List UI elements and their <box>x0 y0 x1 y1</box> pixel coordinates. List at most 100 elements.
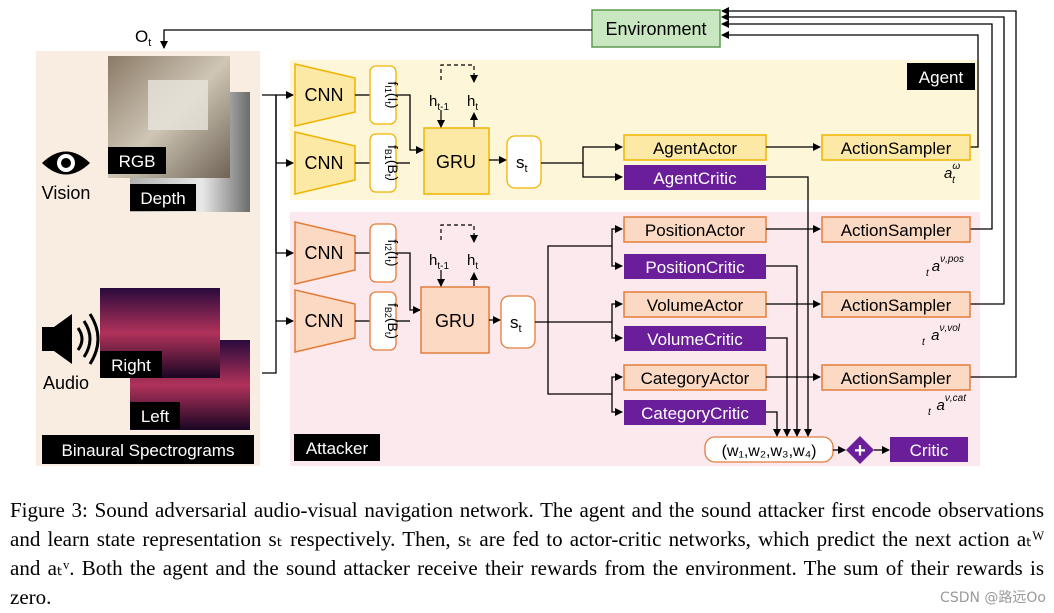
agent-gru <box>423 127 490 195</box>
rgb-tag-label: RGB <box>119 152 156 171</box>
position-sampler-label: ActionSampler <box>841 221 952 240</box>
volume-sampler-box <box>821 291 971 318</box>
attacker-hcur-label: ht <box>467 252 478 272</box>
attacker-hidden-loop <box>440 224 478 243</box>
critic-label: Critic <box>910 441 949 460</box>
attacker-gru-label: GRU <box>435 311 475 331</box>
feedback-line-position <box>721 20 993 230</box>
agent-actor-label: AgentActor <box>653 139 737 158</box>
agent-tag <box>907 63 975 90</box>
volume-critic-to-weights <box>766 337 791 437</box>
volume-actor-box <box>623 291 767 318</box>
position-critic-label: PositionCritic <box>645 258 745 277</box>
audio-label: Audio <box>43 373 89 393</box>
agent-gru-label: GRU <box>436 152 476 172</box>
attacker-state-label: st <box>510 313 522 335</box>
bus-to-volume-critic <box>611 322 623 342</box>
figure-caption: Figure 3: Sound adversarial audio-visual… <box>10 498 1044 609</box>
volume-actor-label: VolumeActor <box>647 296 744 315</box>
position-actor-label: PositionActor <box>645 221 745 240</box>
watermark: CSDN @路远Oo <box>940 590 1046 606</box>
agent-hprev-label: ht-1 <box>429 93 449 113</box>
feedback-line-category <box>721 7 1017 378</box>
attacker-cnn-1 <box>294 221 356 285</box>
attacker-gru <box>420 286 490 354</box>
sum-node <box>846 436 874 464</box>
agent-state-to-critic <box>582 163 623 181</box>
observation-label: Ot <box>135 27 151 49</box>
feedback-line-volume <box>721 13 1005 305</box>
environment-box <box>591 9 721 48</box>
category-sampler-label: ActionSampler <box>841 369 952 388</box>
agent-cnn-2-label: CNN <box>305 153 344 173</box>
agent-critic-box <box>624 165 766 190</box>
agent-cnn-1 <box>294 63 356 127</box>
category-critic-to-weights <box>766 411 781 437</box>
agent-hcur-label: ht <box>467 93 478 113</box>
agent-critic-label: AgentCritic <box>653 169 737 188</box>
category-sampler-box <box>821 364 971 391</box>
environment-label: Environment <box>605 19 706 39</box>
volume-sampler-label: ActionSampler <box>841 296 952 315</box>
agent-sampler-box <box>821 134 971 161</box>
agent-state-label: st <box>516 153 528 175</box>
critic-box <box>890 437 968 462</box>
attacker-state-bus <box>535 245 612 323</box>
agent-hidden-loop <box>440 64 478 83</box>
depth-tag <box>130 184 196 211</box>
bus-to-position-critic <box>611 246 623 270</box>
sum-node-label: + <box>854 440 866 462</box>
agent-f-image-label: fI1(It) <box>383 81 401 108</box>
agent-critic-to-weights <box>766 176 812 437</box>
attacker-f-image-label: fI2(It) <box>383 239 401 266</box>
volume-critic-box <box>624 326 766 351</box>
attacker-hprev-label: ht-1 <box>429 252 449 272</box>
vision-label: Vision <box>42 183 91 203</box>
rgb-image-window <box>148 80 208 130</box>
attacker-cnn-1-label: CNN <box>305 243 344 263</box>
binaural-tag-label: Binaural Spectrograms <box>62 441 235 460</box>
category-critic-label: CategoryCritic <box>641 404 749 423</box>
speaker-icon <box>42 313 100 365</box>
agent-sampler-label: ActionSampler <box>841 139 952 158</box>
position-sampler-box <box>821 216 971 243</box>
agent-state-box <box>506 135 542 189</box>
observation-arrow <box>160 29 592 49</box>
bus-to-category-critic <box>611 394 623 416</box>
bus-to-volume-actor <box>611 300 623 322</box>
bus-to-category-actor <box>611 373 623 394</box>
category-actor-box <box>623 364 767 391</box>
bus-to-position-actor <box>611 225 623 246</box>
agent-actor-box <box>623 134 767 161</box>
left-tag <box>130 402 180 429</box>
attacker-f-image-to-gru <box>396 252 421 314</box>
position-critic-to-weights <box>766 265 801 437</box>
rgb-tag <box>108 147 166 174</box>
feedback-line-agent <box>721 31 979 148</box>
weights-label: (w₁,w₂,w₃,w₄) <box>722 443 817 460</box>
agent-cnn-1-label: CNN <box>305 85 344 105</box>
category-critic-box <box>624 400 766 425</box>
right-tag-label: Right <box>111 356 151 375</box>
binaural-tag <box>42 435 254 464</box>
agent-cnn-2 <box>294 131 356 195</box>
attacker-cnn-2 <box>294 289 356 353</box>
attacker-cnn-2-label: CNN <box>305 311 344 331</box>
eye-icon <box>42 151 90 175</box>
position-critic-box <box>624 254 766 279</box>
attacker-tag-label: Attacker <box>306 439 369 458</box>
depth-tag-label: Depth <box>140 189 185 208</box>
agent-state-to-actor <box>541 143 623 164</box>
right-tag <box>100 351 162 378</box>
agent-tag-label: Agent <box>919 68 964 87</box>
attacker-bus-low <box>547 322 612 395</box>
vision-route <box>262 94 277 163</box>
position-actor-box <box>623 216 767 243</box>
volume-critic-label: VolumeCritic <box>647 330 743 349</box>
left-tag-label: Left <box>141 407 170 426</box>
